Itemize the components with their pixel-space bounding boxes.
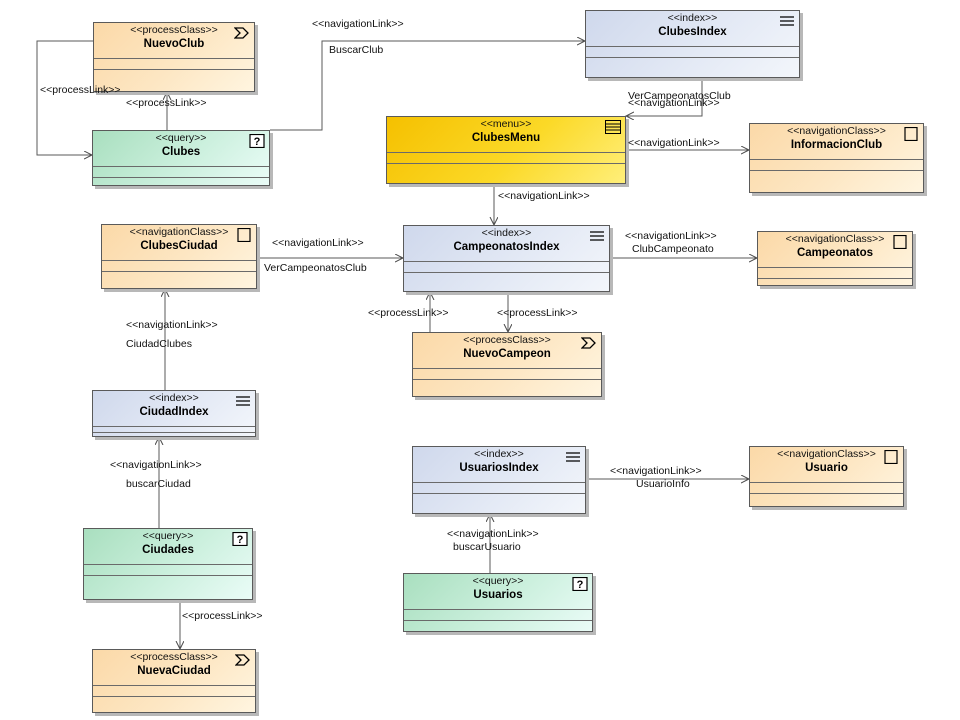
stereotype-label: <<query>> — [155, 132, 207, 144]
node-name: UsuariosIndex — [459, 462, 539, 474]
edge-name-label: ClubCampeonato — [632, 243, 714, 255]
stereotype-label: <<processClass>> — [463, 334, 551, 346]
index-icon — [236, 396, 250, 406]
node-campeonatos-index[interactable]: <<index>> CampeonatosIndex — [403, 225, 610, 292]
svg-text:?: ? — [577, 579, 584, 591]
node-name: Usuario — [805, 462, 848, 474]
index-icon — [566, 452, 580, 462]
node-name: Clubes — [161, 146, 201, 158]
edge-stereotype-label: <<navigationLink>> — [610, 465, 702, 477]
node-nuevo-campeon[interactable]: <<processClass>> NuevoCampeon — [412, 332, 602, 397]
stereotype-label: <<query>> — [142, 530, 194, 542]
svg-text:?: ? — [237, 534, 244, 546]
node-nuevo-club[interactable]: <<processClass>> NuevoClub — [93, 22, 255, 92]
query-icon: ? — [572, 577, 588, 591]
edge-name-label: VerCampeonatosClub — [264, 262, 367, 274]
edge-nuevo-club-to-clubes — [36, 40, 93, 155]
edge-stereotype-label: <<navigationLink>> — [628, 137, 720, 149]
node-name: ClubesIndex — [658, 26, 727, 38]
query-icon: ? — [232, 532, 248, 546]
edge-stereotype-label: <<navigationLink>> — [110, 459, 202, 471]
node-name: ClubesMenu — [471, 132, 541, 144]
svg-text:?: ? — [254, 136, 261, 148]
node-clubes[interactable]: <<query>> Clubes ? — [92, 130, 270, 186]
edge-stereotype-label: <<processLink>> — [126, 97, 207, 109]
navigation-class-icon — [893, 235, 907, 249]
edge-stereotype-label: <<processLink>> — [182, 610, 263, 622]
edge-name-label: VerCampeonatosClub — [628, 90, 731, 102]
node-nueva-ciudad[interactable]: <<processClass>> NuevaCiudad — [92, 649, 256, 713]
navigation-class-icon — [904, 127, 918, 141]
stereotype-label: <<processClass>> — [130, 24, 218, 36]
stereotype-label: <<navigationClass>> — [129, 226, 229, 238]
node-usuarios[interactable]: <<query>> Usuarios ? — [403, 573, 593, 632]
process-icon — [235, 654, 250, 666]
edge-name-label: BuscarClub — [329, 44, 384, 56]
node-name: Ciudades — [142, 544, 194, 556]
node-name: ClubesCiudad — [140, 240, 218, 252]
edge-name-label: buscarUsuario — [453, 541, 521, 553]
edge-stereotype-label: <<navigationLink>> — [498, 190, 590, 202]
node-campeonatos[interactable]: <<navigationClass>> Campeonatos — [757, 231, 913, 286]
edge-stereotype-label: <<navigationLink>> — [447, 528, 539, 540]
stereotype-label: <<menu>> — [480, 118, 532, 130]
navigation-class-icon — [237, 228, 251, 242]
index-icon — [780, 16, 794, 26]
stereotype-label: <<navigationClass>> — [787, 125, 886, 137]
edge-stereotype-label: <<navigationLink>> — [628, 97, 720, 109]
node-name: NuevoCampeon — [463, 348, 551, 360]
node-name: NuevoClub — [143, 38, 205, 50]
edge-name-label: buscarCiudad — [126, 478, 191, 490]
stereotype-label: <<index>> — [481, 227, 532, 239]
stereotype-label: <<index>> — [149, 392, 199, 404]
process-icon — [234, 27, 249, 39]
stereotype-label: <<processClass>> — [130, 651, 218, 663]
node-usuarios-index[interactable]: <<index>> UsuariosIndex — [412, 446, 586, 514]
node-clubes-menu[interactable]: <<menu>> ClubesMenu — [386, 116, 626, 184]
node-informacion-club[interactable]: <<navigationClass>> InformacionClub — [749, 123, 924, 193]
edge-stereotype-label: <<processLink>> — [368, 307, 449, 319]
node-name: InformacionClub — [790, 139, 883, 151]
edge-stereotype-label: <<navigationLink>> — [625, 230, 717, 242]
node-ciudades[interactable]: <<query>> Ciudades ? — [83, 528, 253, 600]
edge-stereotype-label: <<navigationLink>> — [272, 237, 364, 249]
node-clubes-ciudad[interactable]: <<navigationClass>> ClubesCiudad — [101, 224, 257, 289]
stereotype-label: <<index>> — [667, 12, 718, 24]
node-ciudad-index[interactable]: <<index>> CiudadIndex — [92, 390, 256, 437]
edge-buscar-club — [270, 41, 585, 131]
node-name: CampeonatosIndex — [453, 241, 560, 253]
node-name: CiudadIndex — [139, 406, 209, 418]
edge-name-label: UsuarioInfo — [636, 478, 690, 490]
node-name: Campeonatos — [796, 247, 874, 259]
stereotype-label: <<navigationClass>> — [785, 233, 885, 245]
menu-icon — [605, 120, 621, 134]
stereotype-label: <<navigationClass>> — [777, 448, 876, 460]
edge-ver-campeonatos-club-1 — [626, 78, 703, 116]
node-name: Usuarios — [473, 589, 523, 601]
edge-stereotype-label: <<navigationLink>> — [312, 18, 404, 30]
stereotype-label: <<index>> — [474, 448, 524, 460]
edge-stereotype-label: <<processLink>> — [40, 84, 121, 96]
stereotype-label: <<query>> — [472, 575, 524, 587]
node-usuario[interactable]: <<navigationClass>> Usuario — [749, 446, 904, 507]
edge-name-label: CiudadClubes — [126, 338, 192, 350]
query-icon: ? — [249, 134, 265, 148]
index-icon — [590, 231, 604, 241]
edge-stereotype-label: <<navigationLink>> — [126, 319, 218, 331]
edge-stereotype-label: <<processLink>> — [497, 307, 578, 319]
node-name: NuevaCiudad — [137, 665, 211, 677]
navigation-class-icon — [884, 450, 898, 464]
process-icon — [581, 337, 596, 349]
node-clubes-index[interactable]: <<index>> ClubesIndex — [585, 10, 800, 78]
